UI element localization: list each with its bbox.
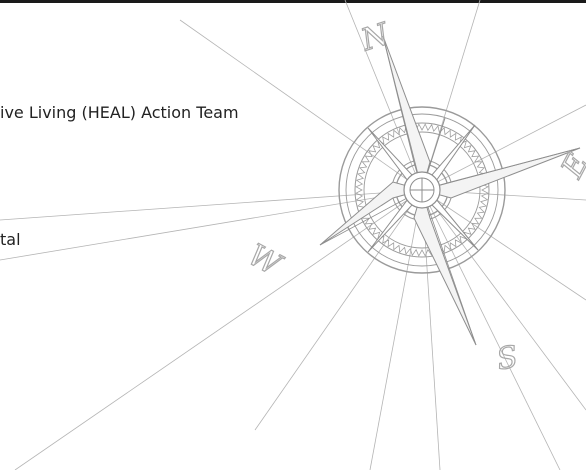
compass-star-points	[319, 35, 581, 346]
compass-point-centerlines	[319, 35, 581, 346]
heal-team-text-line: ive Living (HEAL) Action Team	[0, 103, 239, 122]
compass-south-label: S	[494, 339, 520, 377]
partial-text-line: tal	[0, 230, 21, 249]
header-rule	[0, 0, 586, 3]
compass-west-label: W	[242, 238, 288, 284]
compass-sawtooth-ring	[355, 123, 489, 257]
